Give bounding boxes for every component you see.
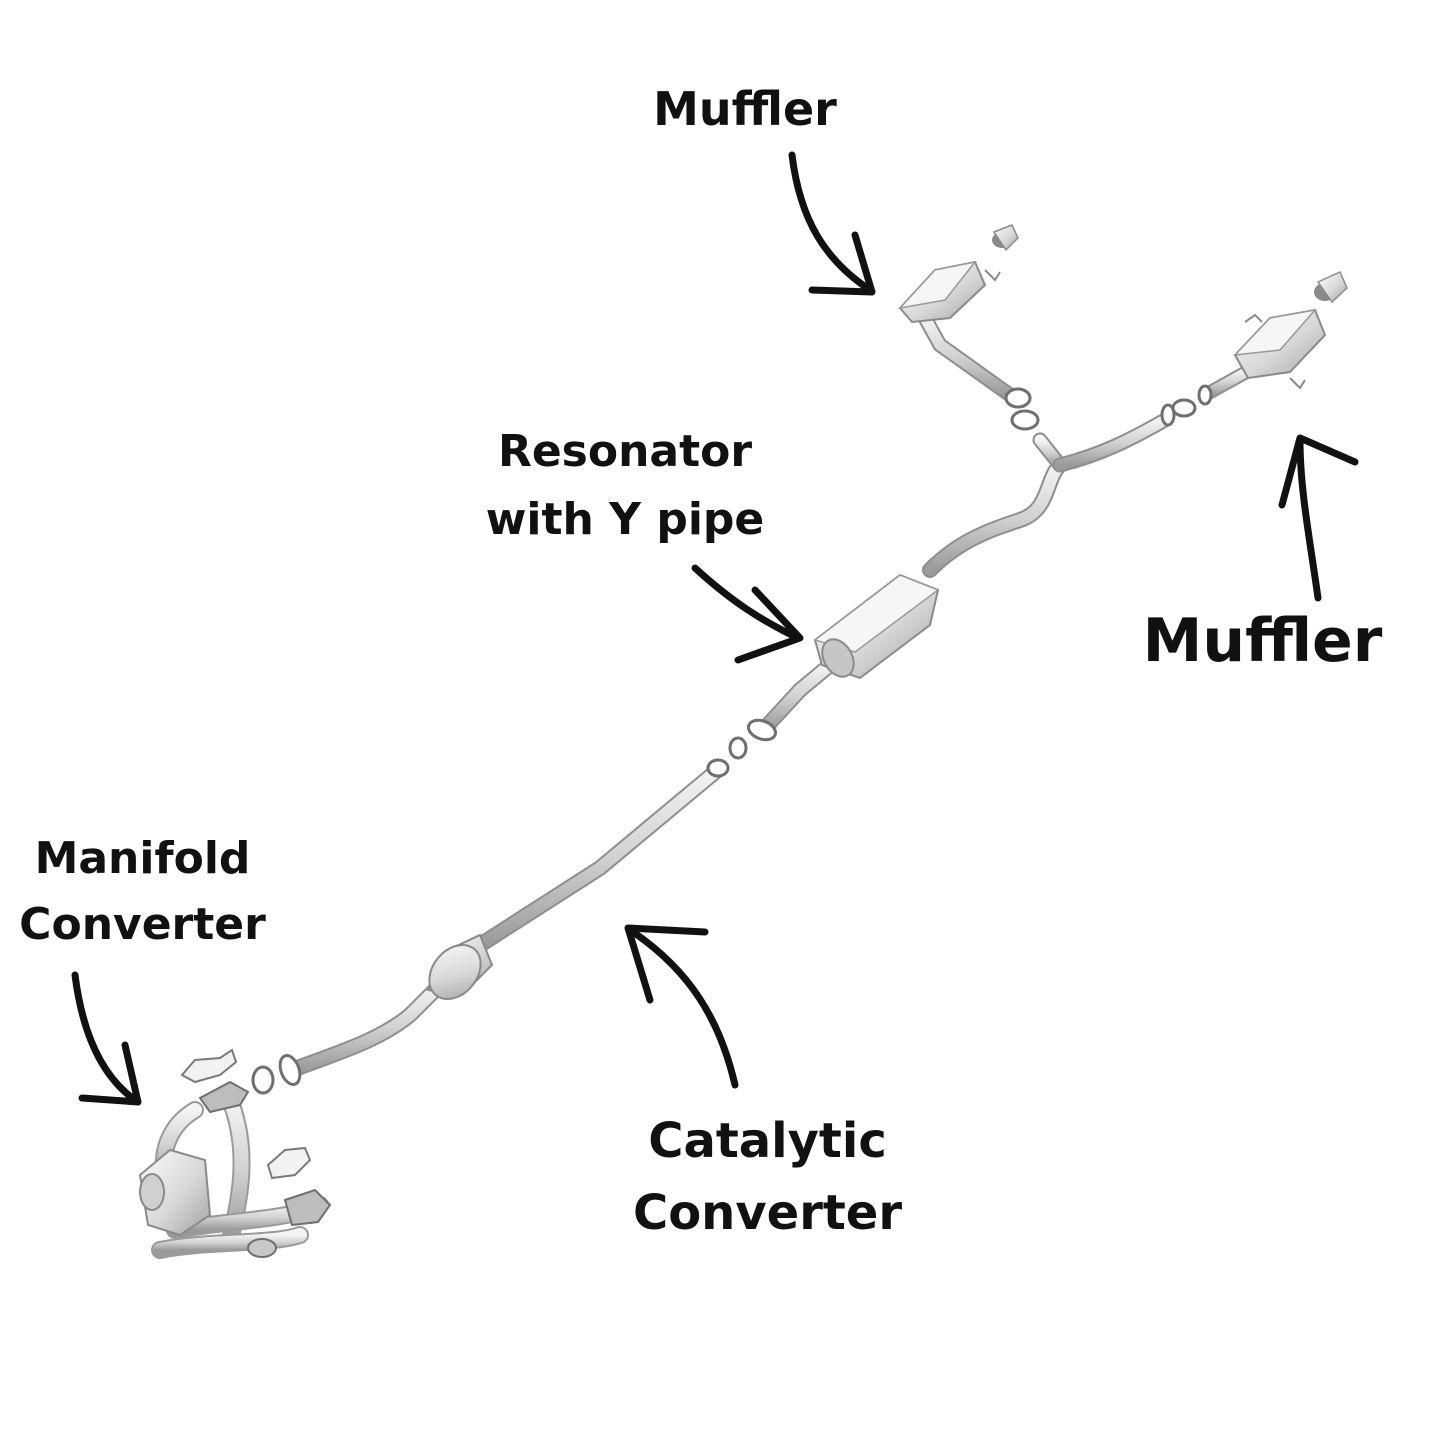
catalytic-converter-part: [426, 933, 494, 1000]
resonator-part: [813, 573, 940, 680]
label-catalytic-line1: Catalytic: [648, 1113, 887, 1169]
label-manifold-converter: Manifold Converter: [5, 826, 280, 958]
label-resonator: Resonator with Y pipe: [465, 418, 785, 554]
muffler-right-part: [1233, 271, 1348, 390]
arrow-manifold-head: [78, 1041, 142, 1106]
exhaust-pipe-run: [284, 310, 1257, 1078]
arrow-catalytic-head: [624, 924, 709, 1004]
arrow-muffler-right-head: [1278, 434, 1359, 509]
label-muffler-top: Muffler: [640, 82, 850, 137]
label-catalytic-line2: Converter: [632, 1185, 903, 1241]
arrow-manifold: [71, 971, 139, 1104]
muffler-left-part: [897, 224, 1019, 324]
arrow-muffler-top-head: [808, 231, 876, 296]
arrow-resonator-head: [734, 586, 804, 664]
label-muffler-right-text: Muffler: [1142, 606, 1383, 676]
label-resonator-line1: Resonator: [497, 426, 753, 477]
gaskets: [251, 384, 1213, 1095]
label-manifold-line1: Manifold: [34, 833, 251, 884]
manifold-converter-part: [138, 1048, 332, 1259]
label-muffler-right: Muffler: [1135, 605, 1390, 677]
annotation-arrows: [71, 151, 1359, 1106]
arrow-muffler-right: [1296, 436, 1322, 602]
arrow-catalytic: [626, 926, 739, 1089]
label-resonator-line2: with Y pipe: [485, 494, 765, 546]
arrow-muffler-top: [788, 151, 874, 294]
arrow-resonator: [691, 564, 802, 642]
label-catalytic-converter: Catalytic Converter: [615, 1105, 920, 1249]
label-muffler-top-text: Muffler: [653, 82, 837, 136]
label-manifold-line2: Converter: [19, 899, 266, 950]
